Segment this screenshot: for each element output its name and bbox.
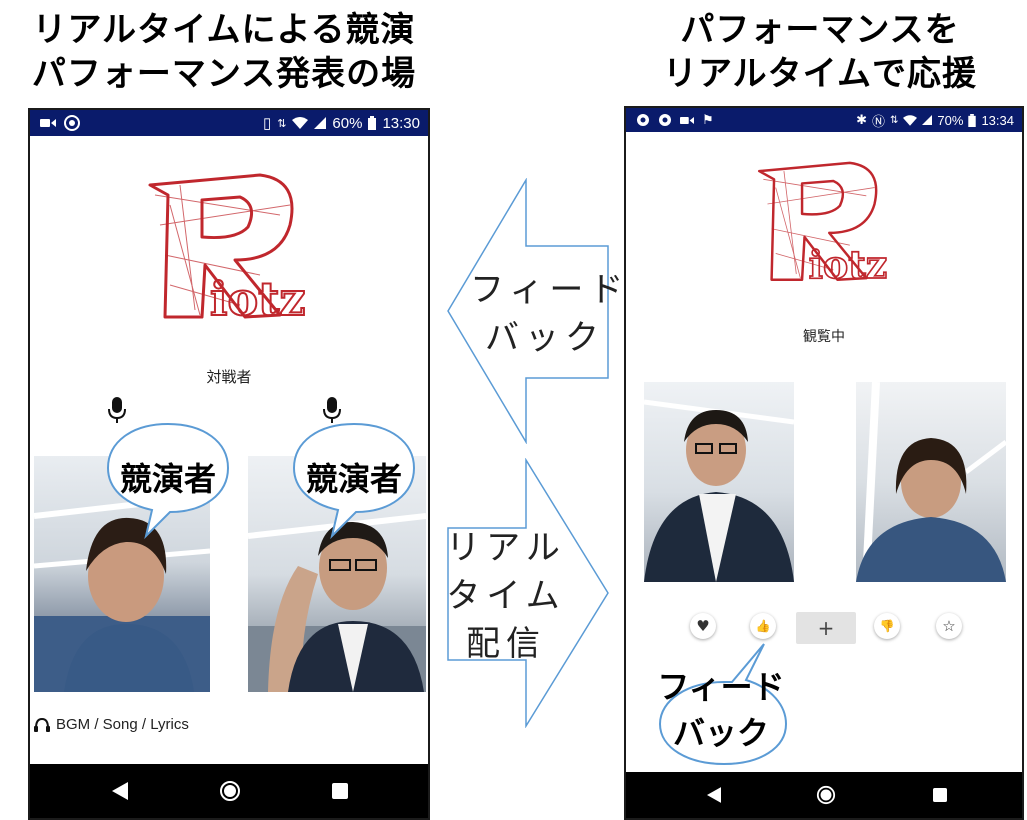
back-icon[interactable]	[707, 787, 721, 803]
riotz-logo-text: iotz	[210, 272, 306, 325]
plus-button[interactable]: +	[796, 612, 856, 644]
viewer-video-2[interactable]	[856, 382, 1006, 582]
app-icon	[659, 114, 671, 126]
microphone-icon[interactable]	[107, 397, 127, 423]
feedback-bubble-label: フィード バック	[646, 664, 796, 756]
music-label[interactable]: BGM / Song / Lyrics	[56, 716, 189, 733]
navigation-bar	[626, 772, 1022, 818]
video-camera-icon	[680, 116, 694, 124]
viewer-photo-2	[856, 382, 1006, 582]
star-icon[interactable]: ☆	[936, 613, 962, 639]
feedback-bubble-line1: フィード	[657, 668, 785, 706]
right-heading: パフォーマンスを リアルタイムで応援	[615, 8, 1025, 96]
thumbs-down-icon[interactable]: 👎	[874, 613, 900, 639]
feedback-arrow-line1: フィード	[470, 270, 630, 310]
battery-icon	[968, 113, 977, 127]
realtime-stream-arrow-text: リアル タイム 配信	[446, 524, 566, 668]
thumbs-down-glyph: 👎	[879, 619, 895, 633]
headphones-icon	[34, 718, 50, 732]
star-glyph: ☆	[942, 617, 956, 635]
speech-bubble-performer-2	[292, 422, 416, 540]
heart-icon[interactable]: ♥	[690, 613, 716, 639]
right-phone-screen: ⚑ ✱ Ⓝ ⇅ 70% 13:34 iotz 観覧中	[624, 106, 1024, 820]
home-icon[interactable]	[816, 785, 836, 805]
home-icon[interactable]	[219, 780, 241, 802]
nfc-icon: Ⓝ	[872, 113, 886, 129]
battery-percent: 60%	[332, 114, 363, 132]
feedback-arrow-line2: バック	[485, 318, 605, 358]
watching-label: 観覧中	[803, 328, 845, 344]
feedback-arrow-text: フィード バック	[470, 266, 630, 362]
riotz-logo: iotz	[148, 173, 307, 325]
realtime-stream-arrow	[447, 458, 609, 728]
performer-bubble-label-2: 競演者	[305, 460, 402, 498]
left-phone-screen: ▯ ⇅ 60% 13:30 iotz 対戦者	[28, 108, 430, 820]
chrome-icon	[64, 115, 80, 131]
riotz-logo: iotz	[758, 161, 888, 288]
signal-icon	[314, 117, 327, 129]
signal-icon	[922, 115, 933, 125]
app-icon	[637, 114, 649, 126]
left-heading: リアルタイムによる競演 パフォーマンス発表の場	[14, 8, 434, 96]
left-heading-line1: リアルタイムによる競演	[32, 10, 416, 50]
left-heading-line2: パフォーマンス発表の場	[31, 54, 417, 94]
vibrate-icon: ▯	[262, 115, 272, 132]
status-bar: ▯ ⇅ 60% 13:30	[30, 110, 428, 136]
viewer-video-1[interactable]	[644, 382, 794, 582]
opponent-label: 対戦者	[206, 369, 252, 386]
performer-photo-2	[248, 513, 426, 692]
thumbs-up-icon[interactable]: 👍	[750, 613, 776, 639]
thumbs-up-glyph: 👍	[755, 619, 771, 633]
battery-percent: 70%	[937, 112, 964, 128]
stream-arrow-line3: 配信	[466, 624, 546, 664]
back-icon[interactable]	[112, 782, 128, 800]
feedback-arrow	[447, 178, 609, 444]
right-heading-line2: リアルタイムで応援	[663, 54, 977, 94]
performer-bubble-label-1: 競演者	[119, 460, 216, 498]
navigation-bar	[30, 764, 428, 818]
stream-arrow-line1: リアル	[446, 528, 566, 568]
microphone-icon[interactable]	[322, 397, 342, 423]
bluetooth-icon: ✱	[856, 112, 868, 127]
speech-bubble-feedback	[658, 643, 788, 766]
data-arrows-icon: ⇅	[277, 117, 287, 130]
video-camera-icon	[40, 119, 56, 127]
battery-icon	[368, 116, 377, 130]
feedback-bubble-line2: バック	[672, 714, 769, 752]
riotz-logo-text: iotz	[809, 242, 888, 287]
stream-arrow-line2: タイム	[446, 576, 566, 616]
speech-bubble-performer-1	[106, 422, 230, 540]
right-heading-line1: パフォーマンスを	[680, 10, 960, 50]
recents-icon[interactable]	[933, 788, 947, 802]
recents-icon[interactable]	[332, 783, 348, 799]
heart-glyph: ♥	[696, 617, 710, 635]
plus-icon: +	[817, 616, 835, 640]
wifi-icon	[292, 117, 309, 129]
status-time: 13:30	[382, 114, 420, 132]
flag-icon: ⚑	[702, 112, 714, 127]
status-bar: ⚑ ✱ Ⓝ ⇅ 70% 13:34	[626, 108, 1022, 132]
status-time: 13:34	[981, 112, 1014, 128]
wifi-icon	[903, 114, 918, 126]
data-arrows-icon: ⇅	[890, 114, 899, 126]
viewer-photo-1	[644, 399, 794, 582]
